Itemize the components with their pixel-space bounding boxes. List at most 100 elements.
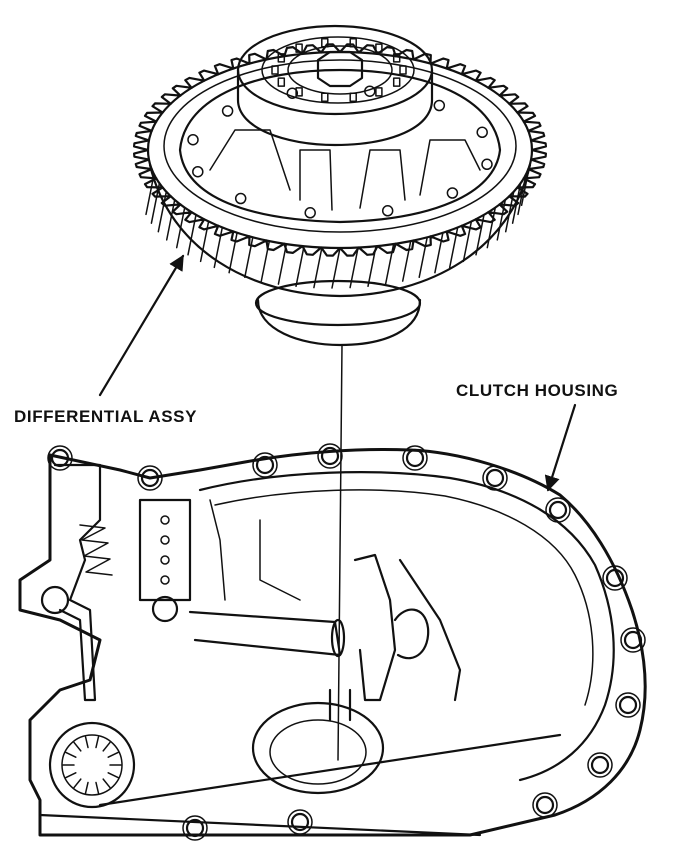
spline-tooth: [65, 772, 77, 779]
spline-tooth: [65, 751, 77, 758]
lower-bearing-rim: [254, 279, 422, 327]
helical-tooth-face: [157, 190, 168, 233]
upper-bearing-inner-race: [261, 36, 415, 104]
spline-tooth: [84, 735, 89, 749]
differential-assembly: [133, 24, 547, 347]
helical-tooth-face: [418, 236, 428, 279]
helical-tooth-face: [199, 220, 210, 263]
housing-rib-b: [398, 558, 462, 702]
bearing-roller: [399, 65, 407, 75]
helical-tooth-face: [401, 240, 412, 282]
differential-case: [178, 68, 502, 224]
case-bolt-hole: [286, 87, 299, 99]
shaft-end: [330, 618, 346, 658]
flange-bolt-hole: [548, 500, 568, 520]
fork-lug: [393, 608, 430, 660]
helical-tooth-face: [228, 231, 238, 274]
upper-bearing-cage: [287, 45, 393, 95]
bearing-roller: [277, 77, 286, 87]
flange-bolt-boss: [47, 445, 73, 471]
spline-tooth: [84, 781, 89, 795]
rail-hole: [160, 575, 170, 585]
rail-hole: [160, 555, 170, 565]
bearing-roller: [349, 92, 357, 103]
flange-bolt-hole: [590, 755, 610, 775]
spline-tooth: [95, 781, 100, 795]
helical-tooth-face: [496, 199, 507, 241]
case-bolt-hole: [304, 207, 316, 219]
case-bolt-hole: [481, 158, 493, 171]
flange-bolt-boss: [615, 692, 641, 718]
helical-tooth-face: [349, 246, 359, 289]
gear-lower-rim: [148, 163, 532, 298]
flange-bolt-hole: [618, 695, 638, 715]
rail-holes: [160, 515, 170, 585]
rail-boss: [151, 595, 179, 623]
case-web-left: [209, 129, 333, 211]
rail-hole: [160, 515, 170, 525]
differential-assy-label: DIFFERENTIAL ASSY: [14, 407, 197, 426]
case-bolt-hole: [381, 205, 394, 217]
helical-tooth-face: [384, 243, 395, 285]
flange-bolt-boss: [482, 465, 508, 491]
flange-bolt-boss: [620, 627, 646, 653]
helical-tooth-face: [448, 226, 459, 269]
spline-tooth: [95, 735, 100, 749]
ring-gear-face-teeth: [145, 163, 532, 298]
flange-bolt-boss: [545, 497, 571, 523]
helical-tooth-face: [260, 240, 271, 282]
flange-bolt-hole: [185, 818, 205, 838]
flange-bolt-boss: [402, 445, 428, 471]
flange-bolt-holes: [47, 443, 646, 841]
bearing-roller: [375, 43, 383, 53]
flange-bolt-hole: [623, 630, 643, 650]
flange-bolt-boss: [602, 565, 628, 591]
differential-bore: [251, 701, 385, 795]
helical-tooth-face: [277, 243, 288, 285]
input-shaft-splines: [62, 735, 122, 795]
housing-rib-a: [209, 499, 301, 601]
flange-bolt-hole: [320, 446, 340, 466]
bearing-roller: [392, 53, 401, 63]
flange-bolt-boss: [587, 752, 613, 778]
helical-tooth-face: [165, 199, 176, 241]
differential-leader-arrow: [98, 254, 185, 397]
case-web-right: [359, 139, 481, 209]
flange-bolt-hole: [605, 568, 625, 588]
flange-bolt-hole: [535, 795, 555, 815]
helical-tooth-face: [475, 214, 485, 256]
flange-bolt-boss: [182, 815, 208, 841]
flange-bolt-hole: [290, 812, 310, 832]
clutch-housing: [18, 443, 647, 841]
housing-leader-arrow: [544, 403, 577, 492]
flange-bolt-boss: [317, 443, 343, 469]
spline-tooth: [107, 751, 119, 758]
helical-tooth-face: [504, 190, 515, 233]
rail-plate: [138, 498, 192, 602]
upper-bearing-outer-race: [236, 24, 434, 116]
bearing-roller: [321, 92, 329, 103]
flange-bolt-boss: [252, 452, 278, 478]
shift-bracket: [53, 463, 102, 702]
upper-bearing-body: [236, 68, 434, 147]
flange-bolt-boss: [532, 792, 558, 818]
flange-bolt-hole: [405, 448, 425, 468]
shift-fork-boss: [353, 553, 397, 702]
bore-neck: [328, 688, 352, 722]
flange-bolt-hole: [255, 455, 275, 475]
differential-bore-seat: [269, 719, 367, 785]
helical-tooth-face: [434, 231, 444, 274]
case-bolt-hole: [433, 99, 446, 112]
lower-bearing: [256, 298, 422, 347]
flange-bolt-boss: [287, 809, 313, 835]
case-bolt-hole: [221, 105, 234, 117]
helical-tooth-face: [295, 245, 305, 288]
input-shaft-bearing: [61, 734, 123, 796]
housing-bottom-edge: [38, 733, 562, 837]
spline-tooth: [73, 741, 82, 752]
axle-bore: [316, 50, 364, 88]
helical-tooth-face: [244, 236, 254, 279]
housing-bell-inner: [214, 489, 594, 706]
ring-gear-teeth: [133, 43, 547, 257]
